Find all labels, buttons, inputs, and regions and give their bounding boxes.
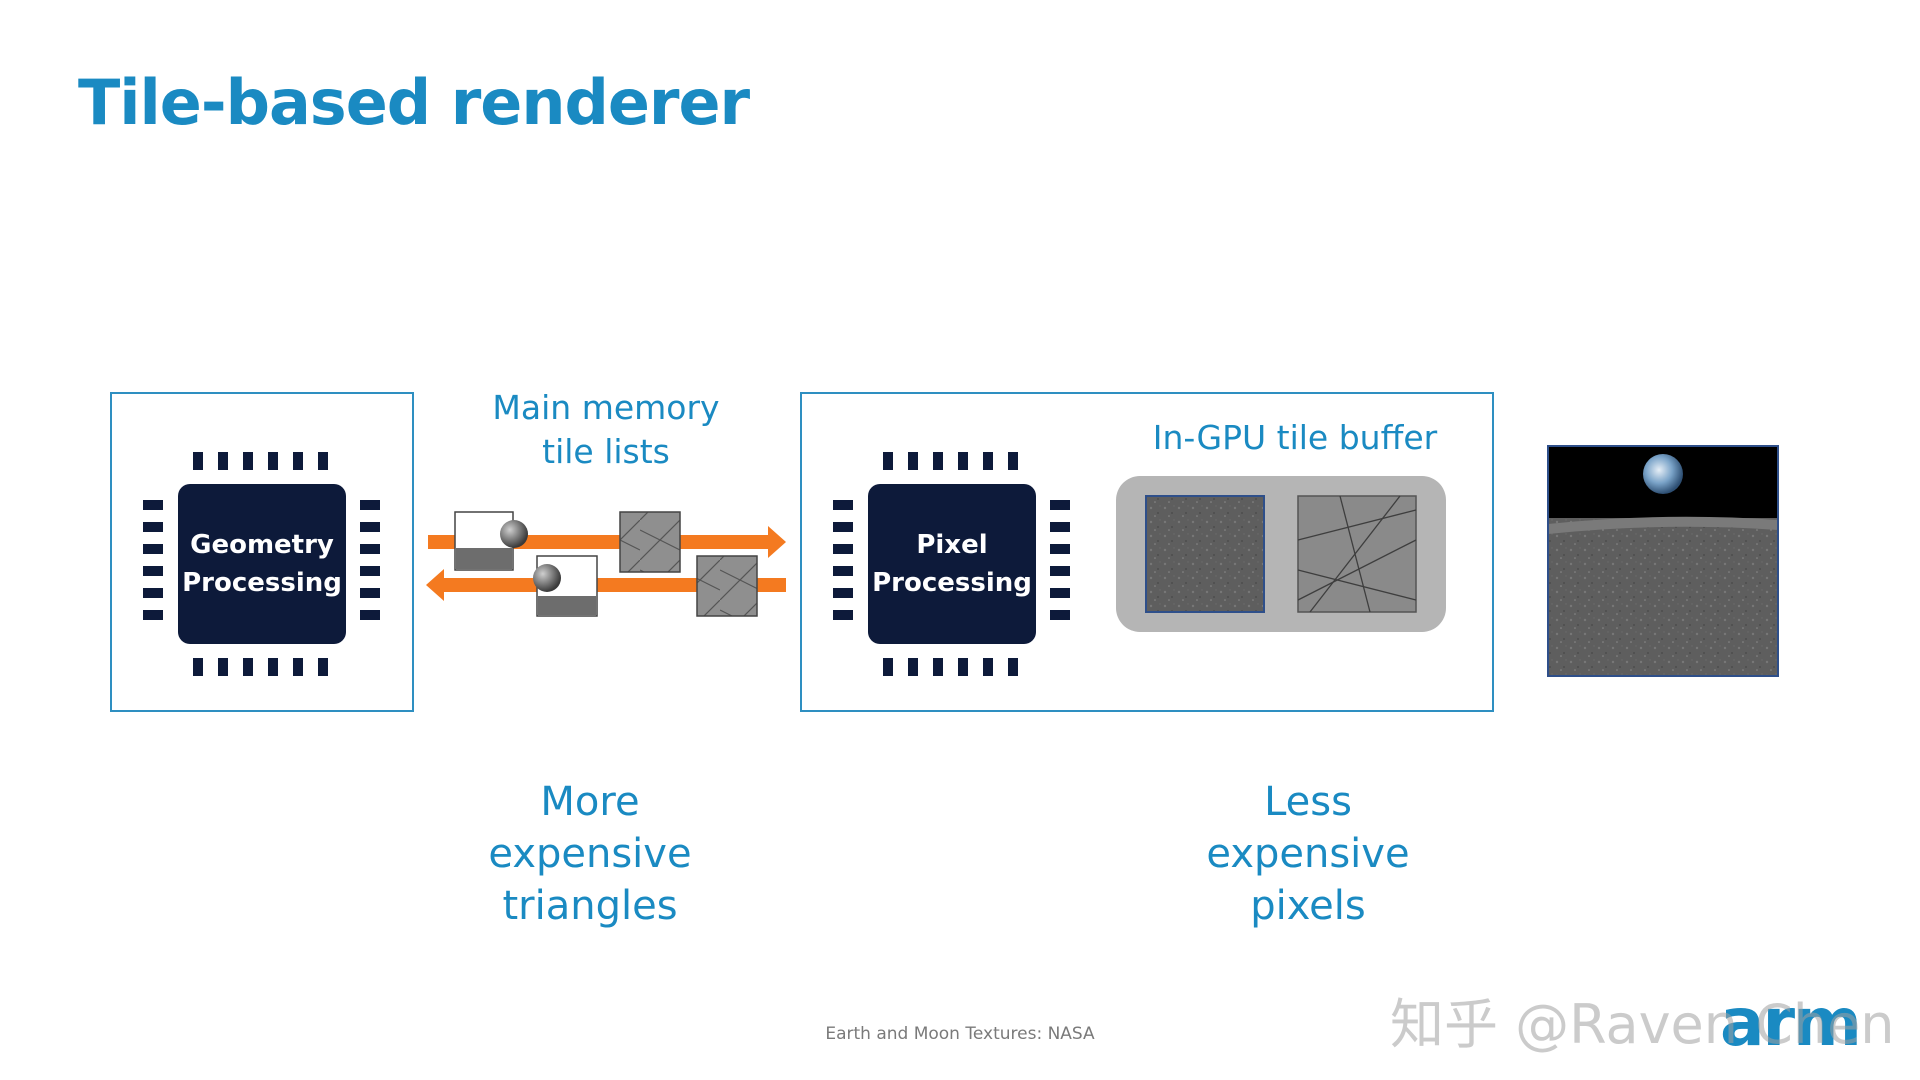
main-memory-label: Main memory tile lists xyxy=(470,386,742,474)
pixel-chip-icon xyxy=(833,452,1070,676)
geometry-box xyxy=(110,392,414,712)
bottom-left-line3: triangles xyxy=(502,883,678,929)
arm-logo: arm xyxy=(1720,984,1862,1061)
more-expensive-triangles-label: More expensive triangles xyxy=(440,776,740,932)
less-expensive-pixels-label: Less expensive pixels xyxy=(1158,776,1458,932)
pixel-chip-label: Pixel Processing xyxy=(868,526,1036,602)
tile-thumbnail xyxy=(454,511,528,571)
tile-thumbnail xyxy=(696,555,758,617)
tile-thumbnail xyxy=(533,555,598,617)
geometry-chip-label: Geometry Processing xyxy=(178,526,346,602)
bottom-right-line3: pixels xyxy=(1250,883,1366,929)
pixel-label-line2: Processing xyxy=(872,568,1032,598)
geometry-label-line2: Processing xyxy=(182,568,342,598)
tile-buffer-label: In-GPU tile buffer xyxy=(1152,418,1438,457)
memory-label-line2: tile lists xyxy=(542,432,670,471)
pixel-label-line1: Pixel xyxy=(916,530,988,560)
image-credit: Earth and Moon Textures: NASA xyxy=(825,1024,1095,1044)
earth-moon-image xyxy=(1547,445,1779,677)
bottom-right-line2: expensive xyxy=(1206,831,1410,877)
bottom-left-line1: More xyxy=(540,779,640,825)
tile-thumbnail xyxy=(619,511,681,573)
page-title: Tile-based renderer xyxy=(78,66,750,139)
geometry-label-line1: Geometry xyxy=(190,530,334,560)
pixel-box xyxy=(800,392,1494,712)
bottom-left-line2: expensive xyxy=(488,831,692,877)
memory-label-line1: Main memory xyxy=(492,388,720,427)
geometry-chip-icon xyxy=(143,452,380,676)
bottom-right-line1: Less xyxy=(1264,779,1352,825)
watermark: 知乎 @Raven Chen xyxy=(1390,993,1895,1056)
tile-buffer xyxy=(1116,476,1446,632)
